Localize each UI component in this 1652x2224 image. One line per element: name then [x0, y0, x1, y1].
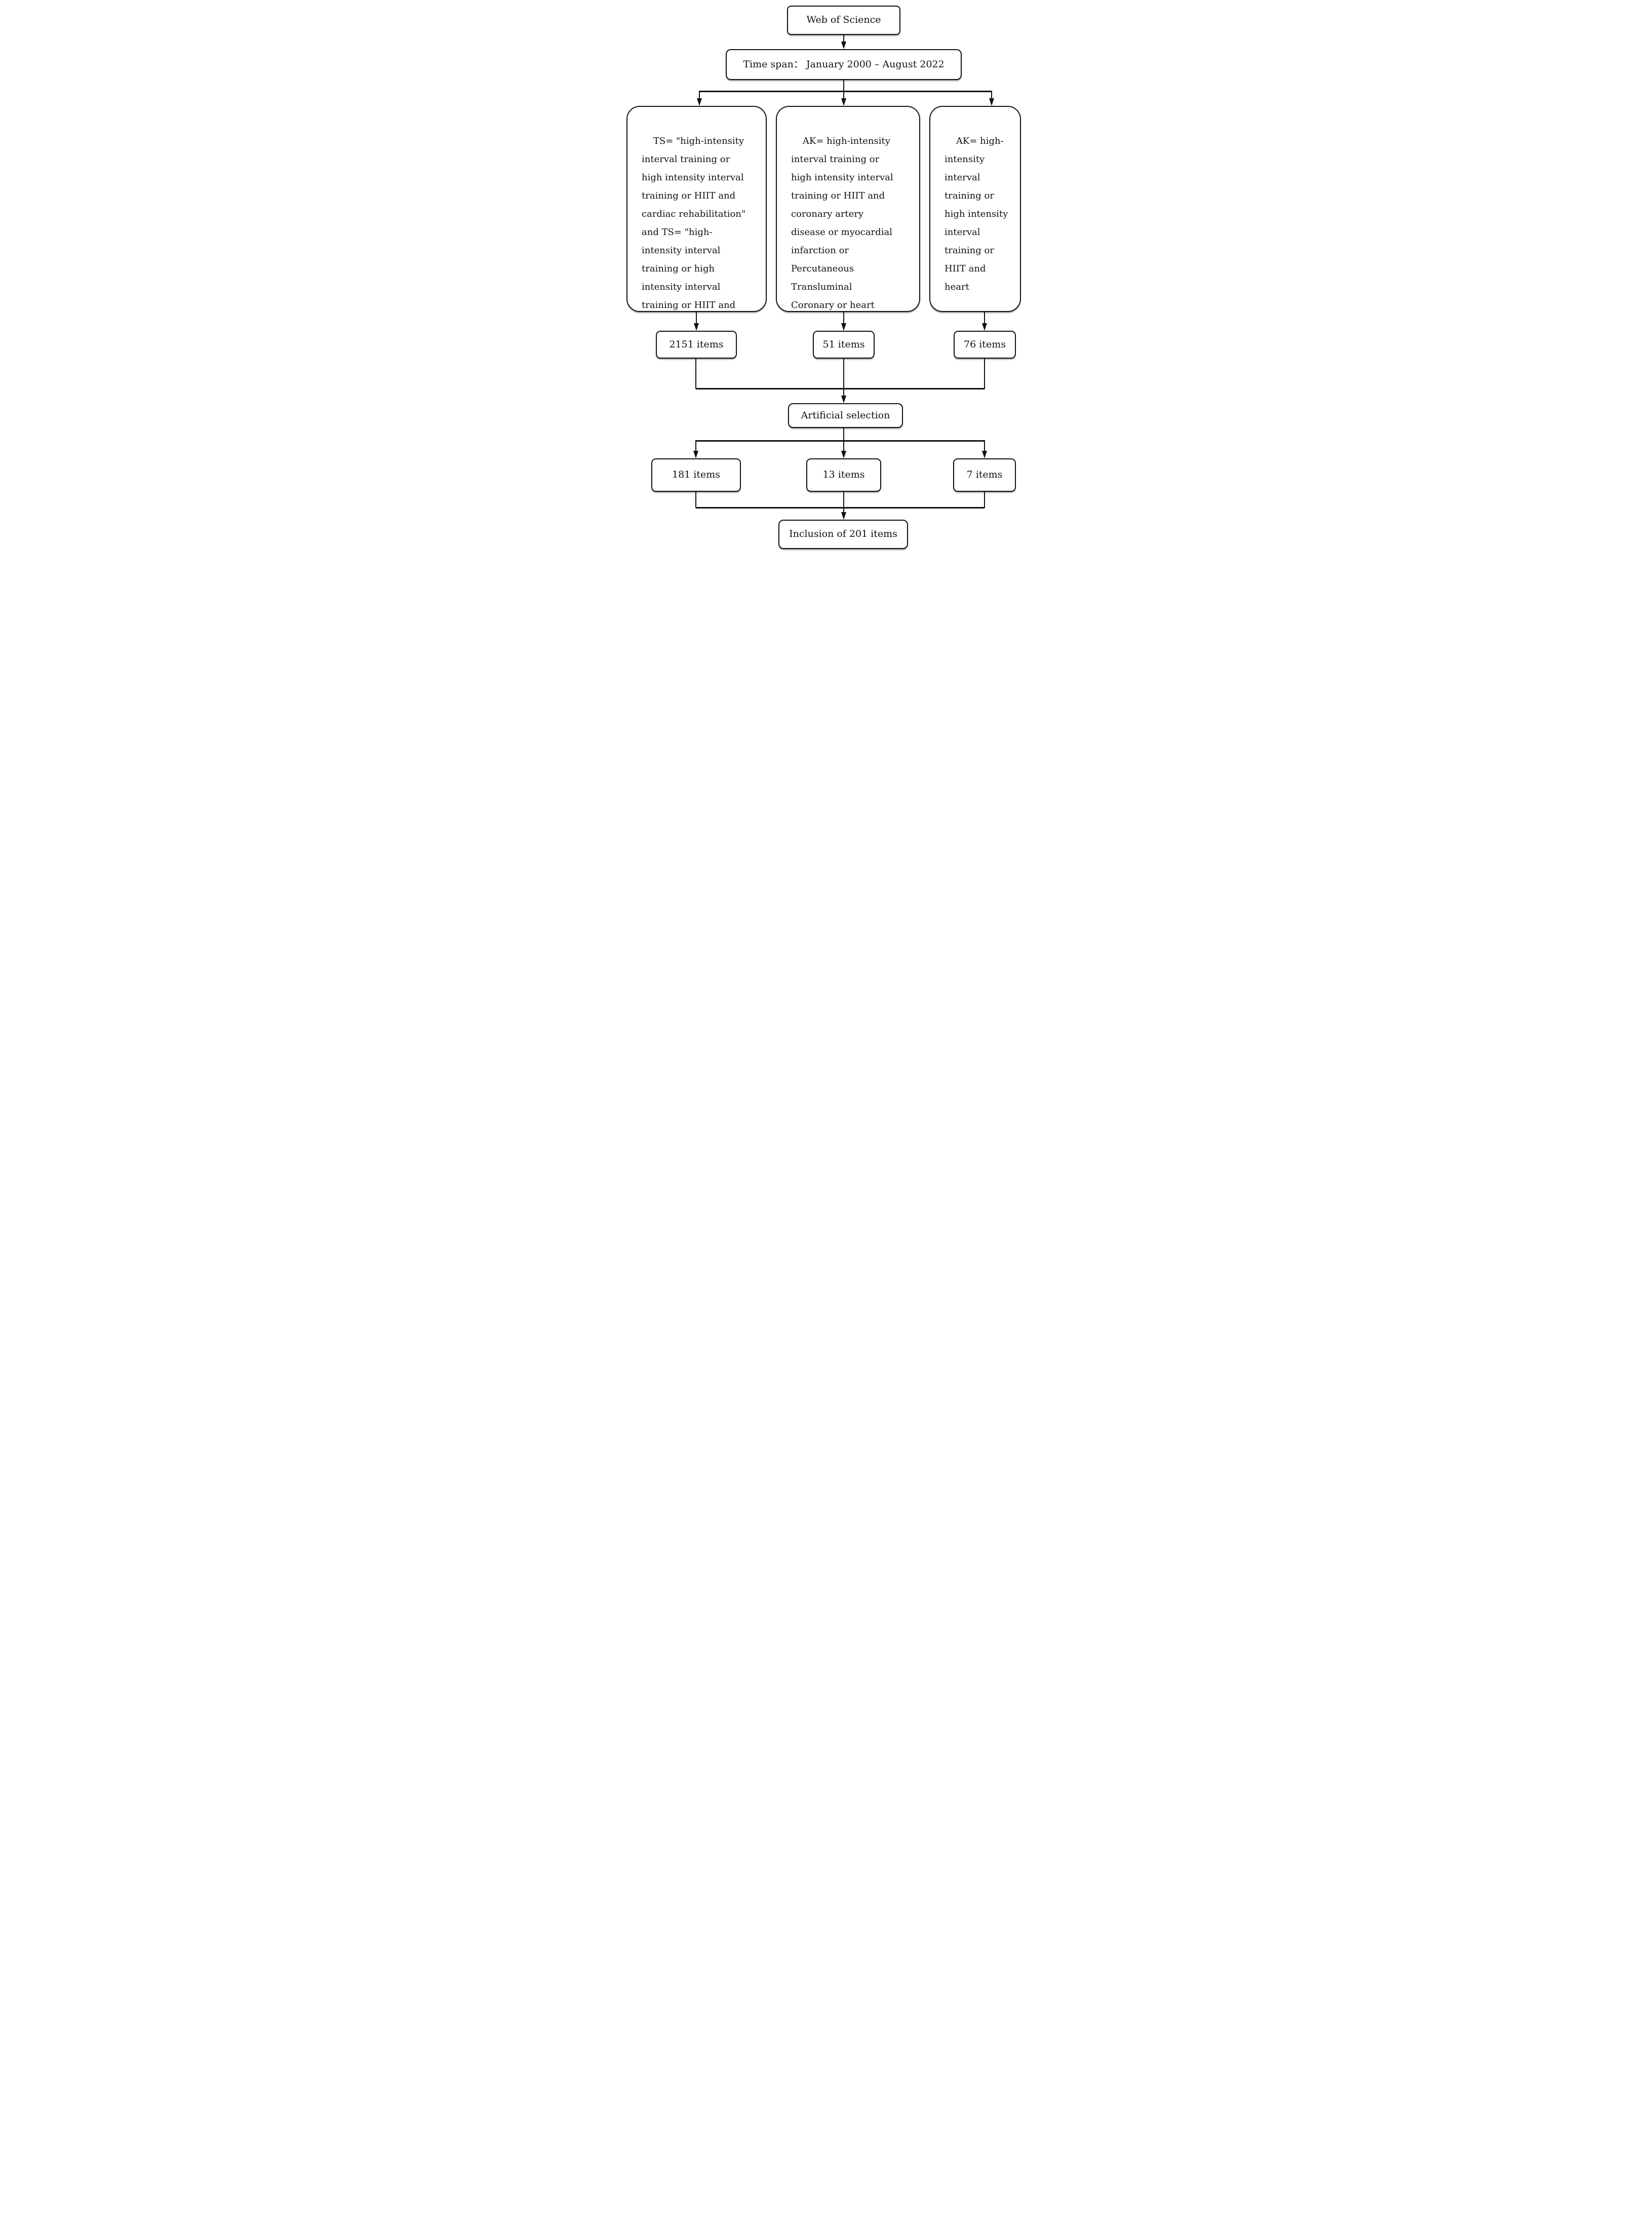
connector-timespan-branch-stem — [843, 80, 845, 99]
arrow-down-icon — [697, 98, 702, 106]
arrow-down-icon — [693, 451, 698, 458]
arrow-down-icon — [694, 323, 699, 331]
node-count-2151: 2151 items — [656, 331, 737, 359]
connector-count-right-down — [984, 359, 986, 389]
count-181-label: 181 items — [672, 469, 721, 481]
query-ts-text: TS= "high-intensity interval training or… — [642, 136, 746, 310]
node-query-ts: TS= "high-intensity interval training or… — [626, 106, 767, 312]
count-2151-label: 2151 items — [669, 338, 724, 350]
node-count-181: 181 items — [651, 458, 741, 492]
branch-line-top — [699, 91, 992, 92]
branch-line-selection — [696, 440, 985, 442]
arrow-down-icon — [982, 451, 987, 458]
query-ak-heart-text: AK= high- intensity interval training or… — [945, 136, 1008, 292]
arrow-down-icon — [982, 323, 987, 331]
count-51-label: 51 items — [822, 338, 865, 350]
connector-selection-right-stem — [984, 440, 986, 451]
web-of-science-label: Web of Science — [806, 14, 881, 26]
arrow-down-icon — [989, 98, 994, 106]
merge-line-counts — [696, 388, 985, 389]
artificial-selection-label: Artificial selection — [801, 409, 890, 421]
connector-branch-left-stem — [698, 91, 700, 99]
connector-query-count-right-stem — [984, 312, 986, 324]
node-count-76: 76 items — [954, 331, 1016, 359]
connector-count-mid-down — [843, 359, 845, 396]
connector-selected-right-down — [984, 492, 986, 508]
connector-query-count-left-stem — [695, 312, 697, 324]
connector-source-timespan-stem — [843, 35, 845, 42]
node-query-ak-coronary: AK= high-intensity interval training or … — [776, 106, 920, 312]
arrow-down-icon — [841, 512, 846, 520]
connector-count-left-down — [695, 359, 697, 389]
count-76-label: 76 items — [964, 338, 1006, 350]
flowchart-figure: Web of Science Time span： January 2000 –… — [619, 0, 1033, 556]
arrow-down-icon — [841, 323, 846, 331]
count-7-label: 7 items — [966, 469, 1003, 481]
arrow-down-icon — [841, 396, 846, 403]
query-ak-coronary-text: AK= high-intensity interval training or … — [791, 136, 893, 310]
node-count-13: 13 items — [806, 458, 881, 492]
node-artificial-selection: Artificial selection — [788, 403, 903, 428]
connector-selection-branch-stem — [843, 428, 845, 451]
connector-selected-left-down — [695, 492, 697, 508]
node-count-7: 7 items — [953, 458, 1016, 492]
node-timespan: Time span： January 2000 – August 2022 — [726, 49, 962, 80]
connector-selected-mid-down — [843, 492, 845, 513]
connector-branch-right-stem — [991, 91, 993, 99]
connector-selection-left-stem — [695, 440, 697, 451]
node-inclusion: Inclusion of 201 items — [778, 520, 908, 549]
node-count-51: 51 items — [813, 331, 875, 359]
arrow-down-icon — [841, 98, 846, 106]
node-query-ak-heart: AK= high- intensity interval training or… — [929, 106, 1021, 312]
arrow-down-icon — [841, 42, 846, 49]
inclusion-label: Inclusion of 201 items — [789, 528, 897, 540]
arrow-down-icon — [841, 451, 846, 458]
node-web-of-science: Web of Science — [787, 6, 900, 35]
merge-line-selected — [696, 507, 985, 509]
timespan-label: Time span： January 2000 – August 2022 — [743, 58, 945, 70]
count-13-label: 13 items — [822, 469, 865, 481]
connector-query-count-mid-stem — [843, 312, 845, 324]
